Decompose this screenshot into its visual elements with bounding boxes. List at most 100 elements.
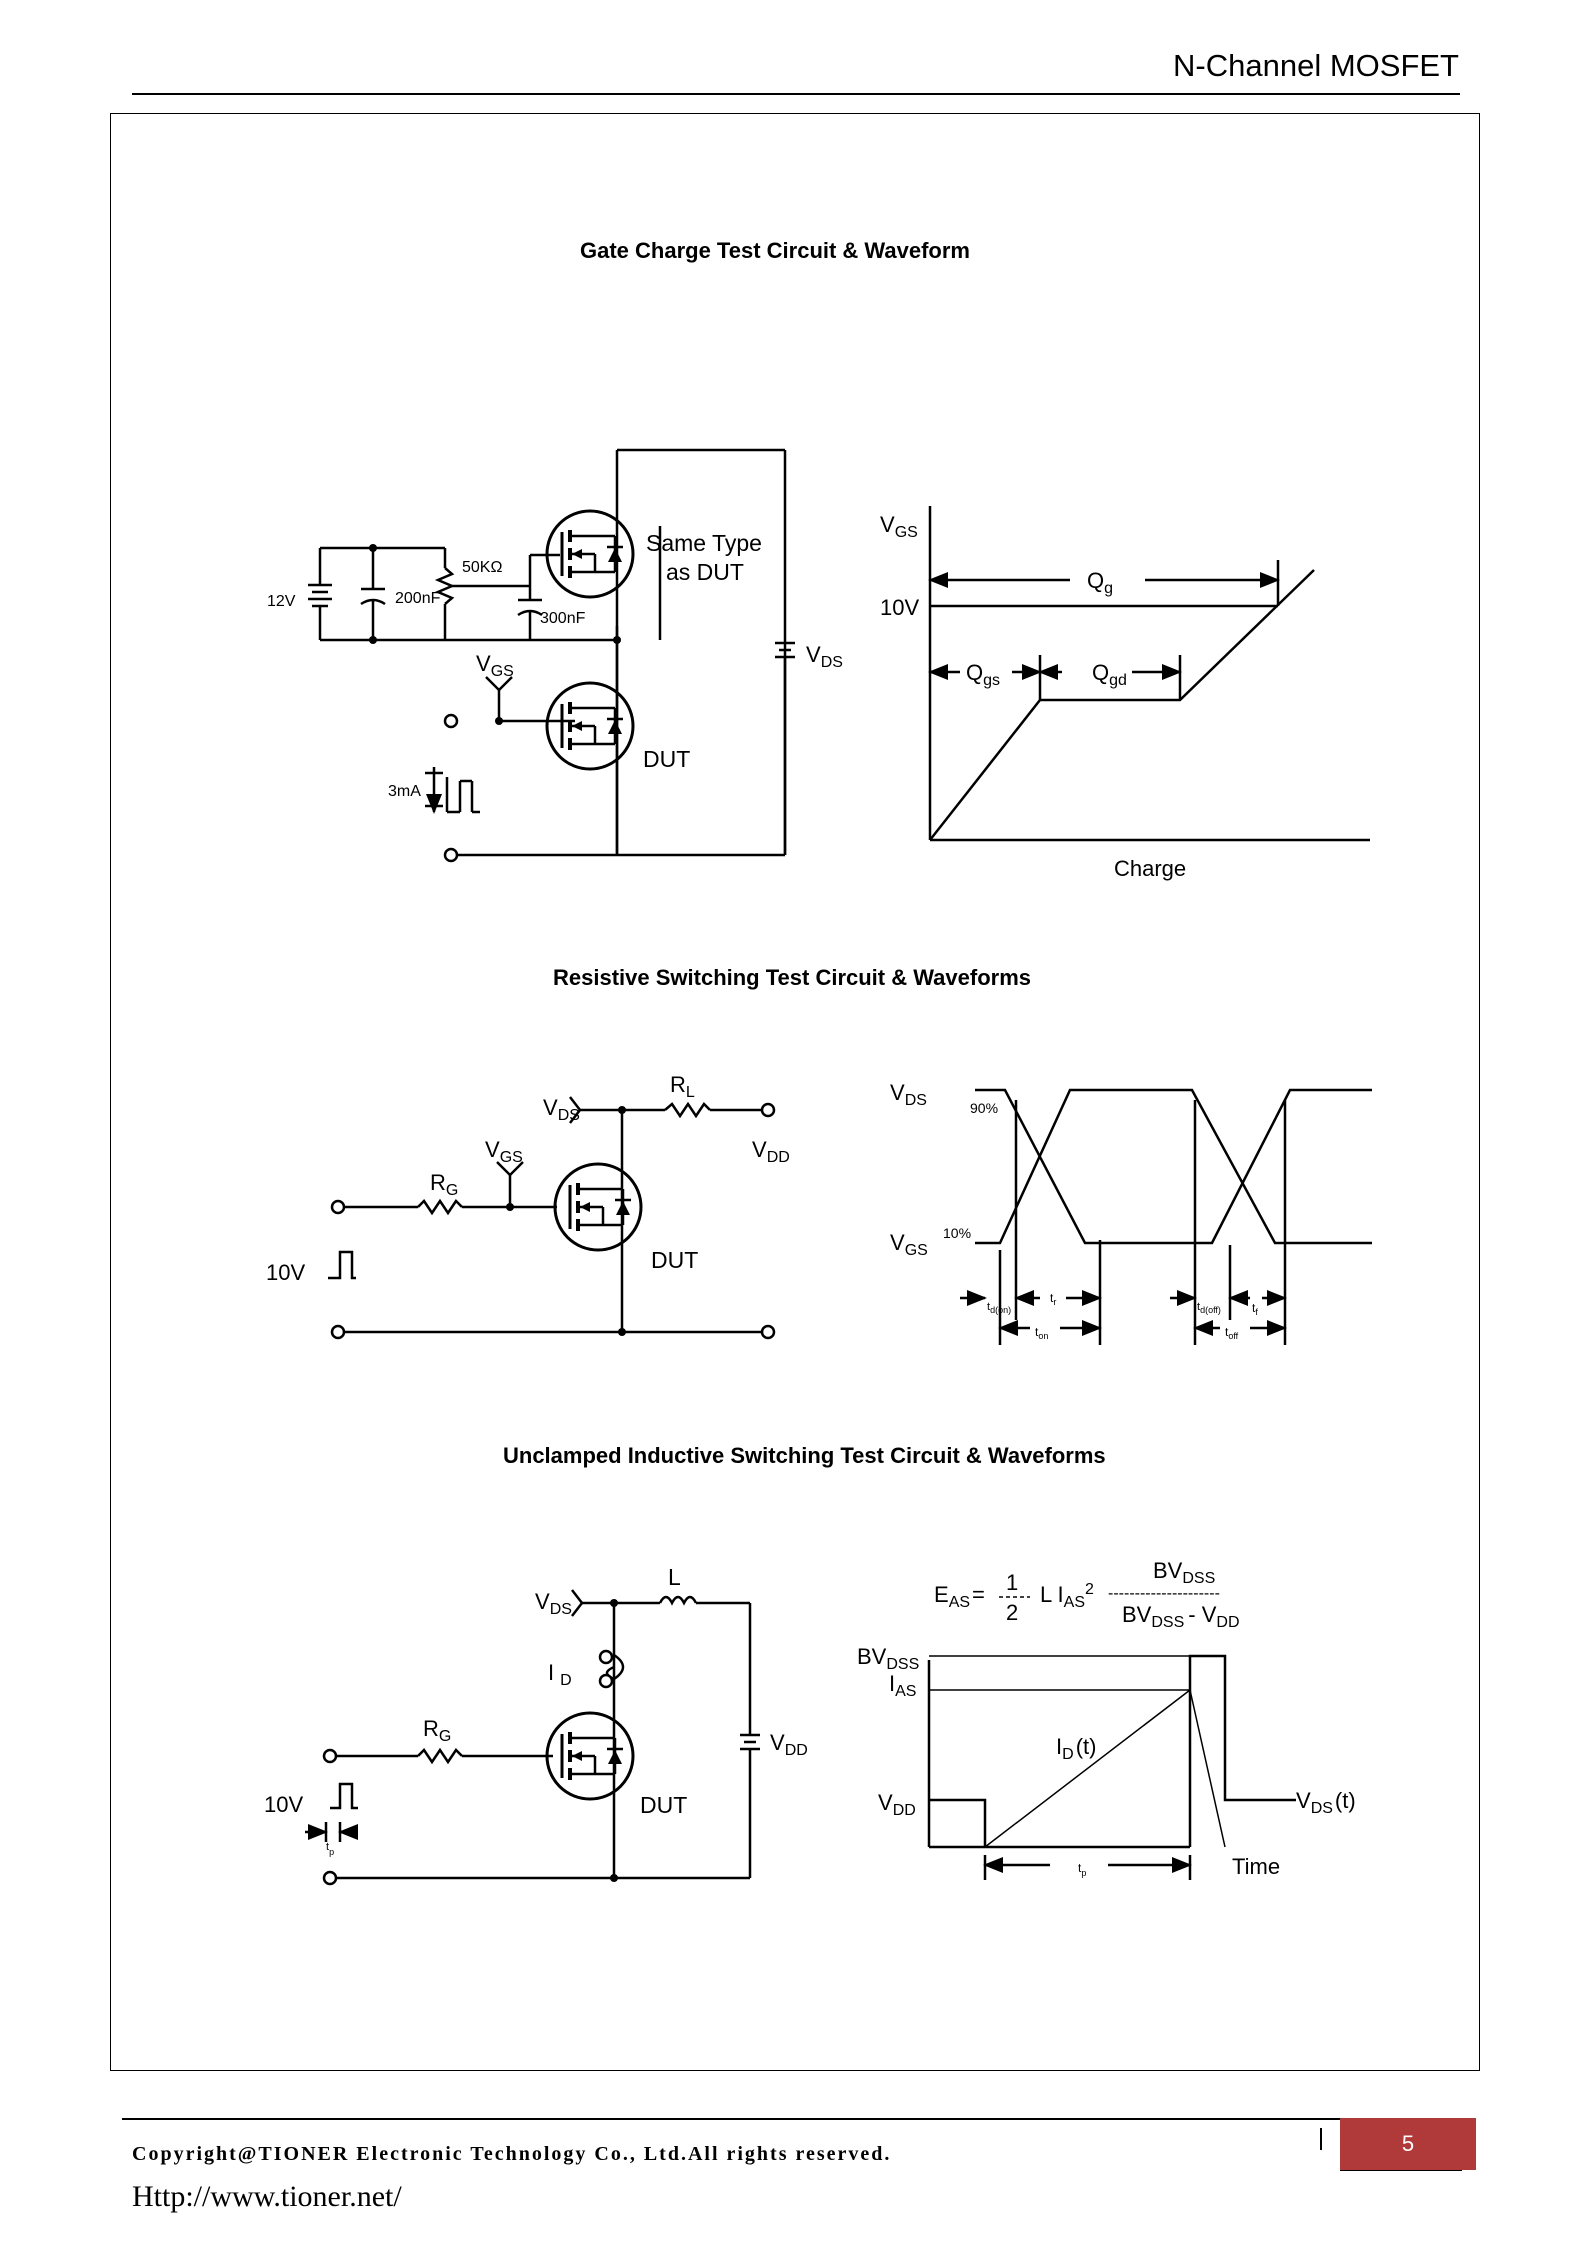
label-10v: 10V xyxy=(266,1260,305,1285)
svg-text:EAS=: EAS= xyxy=(934,1582,985,1611)
svg-text:toff: toff xyxy=(1225,1325,1239,1341)
schematic-label: DS xyxy=(550,1601,572,1618)
svg-text:tp: tp xyxy=(326,1841,334,1857)
schematic-label: DS xyxy=(1311,1800,1333,1817)
label-ton: t xyxy=(1035,1325,1039,1339)
svg-text:RG: RG xyxy=(430,1170,458,1199)
uis-circuit xyxy=(305,1589,760,1880)
svg-text:tf: tf xyxy=(1252,1301,1258,1317)
schematic-label: DD xyxy=(893,1802,916,1819)
svg-text:VDS: VDS xyxy=(806,642,843,671)
svg-text:Qgd: Qgd xyxy=(1092,660,1127,689)
eq-bvdss-num: BV xyxy=(1153,1558,1183,1583)
schematic-label: AS xyxy=(895,1683,916,1700)
label-vdd: V xyxy=(770,1730,785,1755)
footer-copyright: Copyright@TIONER Electronic Technology C… xyxy=(132,2143,892,2165)
schematic-label: (t) xyxy=(1076,1734,1097,1759)
uis-title: Unclamped Inductive Switching Test Circu… xyxy=(503,1443,1106,1468)
mosfet-icon xyxy=(545,1711,635,1801)
schematic-label: DS xyxy=(905,1092,927,1109)
label-vds: V xyxy=(806,642,821,667)
label-vds: V xyxy=(535,1589,550,1614)
svg-text:VDD: VDD xyxy=(752,1137,790,1166)
schematic-label: d(off) xyxy=(1200,1305,1221,1315)
label-10v: 10V xyxy=(264,1792,303,1817)
svg-text:VDS: VDS xyxy=(890,1080,927,1109)
label-rg: R xyxy=(423,1716,439,1741)
eq-l-ias: L I xyxy=(1040,1582,1064,1607)
schematic-label: DSS xyxy=(886,1656,919,1673)
schematic-label: DD xyxy=(1216,1614,1239,1631)
svg-text:VGS: VGS xyxy=(890,1230,928,1259)
gate-charge-circuit xyxy=(308,448,795,857)
eq-frac-den: 2 xyxy=(1006,1600,1018,1625)
schematic-label: p xyxy=(329,1847,334,1857)
gate-charge-waveform xyxy=(928,506,1370,842)
label-qgd: Q xyxy=(1092,660,1109,685)
schematic-label: L xyxy=(686,1084,695,1101)
axis-vgs: V xyxy=(880,512,895,537)
label-id-t: I xyxy=(1056,1734,1062,1759)
terminal-icon xyxy=(322,1870,338,1886)
schematic-label: D xyxy=(1062,1746,1074,1763)
schematic-label: 2 xyxy=(1085,1581,1094,1598)
axis-ias: I xyxy=(889,1671,895,1696)
axis-vgs: V xyxy=(890,1230,905,1255)
svg-text:VDS: VDS xyxy=(535,1589,572,1618)
axis-vds: V xyxy=(890,1080,905,1105)
svg-text:ID(t): ID(t) xyxy=(1056,1734,1096,1763)
svg-text:BVDSS- VDD: BVDSS- VDD xyxy=(1122,1602,1240,1631)
eq-dashes: --------------------- xyxy=(1108,1585,1220,1602)
terminal-icon xyxy=(443,713,459,729)
schematic-label: - V xyxy=(1188,1602,1216,1627)
svg-text:tr: tr xyxy=(1050,1291,1056,1307)
svg-text:Qg: Qg xyxy=(1087,568,1113,597)
resistive-title: Resistive Switching Test Circuit & Wavef… xyxy=(553,965,1032,990)
mosfet-icon xyxy=(553,1162,643,1252)
label-3ma: 3mA xyxy=(388,783,421,800)
mosfet-icon xyxy=(545,681,635,771)
footer-separator xyxy=(1320,2128,1322,2150)
schematic-label: DS xyxy=(558,1107,580,1124)
uis-waveform xyxy=(927,1654,1296,1880)
terminal-icon xyxy=(760,1324,776,1340)
schematic-label: DSS xyxy=(1182,1570,1215,1587)
header-rule xyxy=(132,93,1460,95)
svg-text:VDS: VDS xyxy=(543,1095,580,1124)
label-300nf: 300nF xyxy=(540,610,586,627)
content-frame xyxy=(110,113,1480,2071)
schematic-label: r xyxy=(1053,1297,1056,1307)
label-time: Time xyxy=(1232,1854,1280,1879)
schematic-label: g xyxy=(1104,580,1113,597)
eq-frac-num: 1 xyxy=(1006,1570,1018,1595)
footer-url[interactable]: Http://www.tioner.net/ xyxy=(132,2180,402,2213)
schematic-label: DS xyxy=(821,654,843,671)
schematic-label: GS xyxy=(905,1242,928,1259)
schematic-label: on xyxy=(1038,1331,1048,1341)
svg-text:BVDSS: BVDSS xyxy=(857,1644,919,1673)
header-title: N-Channel MOSFET xyxy=(1173,48,1459,83)
terminal-icon xyxy=(760,1102,776,1118)
label-200nf: 200nF xyxy=(395,590,441,607)
schematic-label: d(on) xyxy=(990,1305,1011,1315)
schematic-label: = xyxy=(972,1582,985,1607)
label-10: 10% xyxy=(943,1225,971,1241)
label-50k: 50KΩ xyxy=(462,559,502,576)
axis-vdd: V xyxy=(878,1790,893,1815)
schematic-label: f xyxy=(1255,1307,1258,1317)
label-qg: Q xyxy=(1087,568,1104,593)
svg-text:td(on): td(on) xyxy=(987,1301,1011,1315)
footer-rule xyxy=(122,2118,1340,2120)
label-tp-wave: t xyxy=(1078,1861,1082,1875)
schematic-label: GS xyxy=(491,663,514,680)
eq-eas: E xyxy=(934,1582,949,1607)
schematic-label: GS xyxy=(500,1149,523,1166)
schematic-label: gd xyxy=(1109,672,1127,689)
terminal-icon xyxy=(330,1199,346,1215)
svg-text:VGS: VGS xyxy=(476,651,514,680)
terminal-icon xyxy=(330,1324,346,1340)
footer-rule-secondary xyxy=(1340,2170,1462,2171)
schematic-label: DD xyxy=(785,1742,808,1759)
svg-text:IAS: IAS xyxy=(889,1671,916,1700)
